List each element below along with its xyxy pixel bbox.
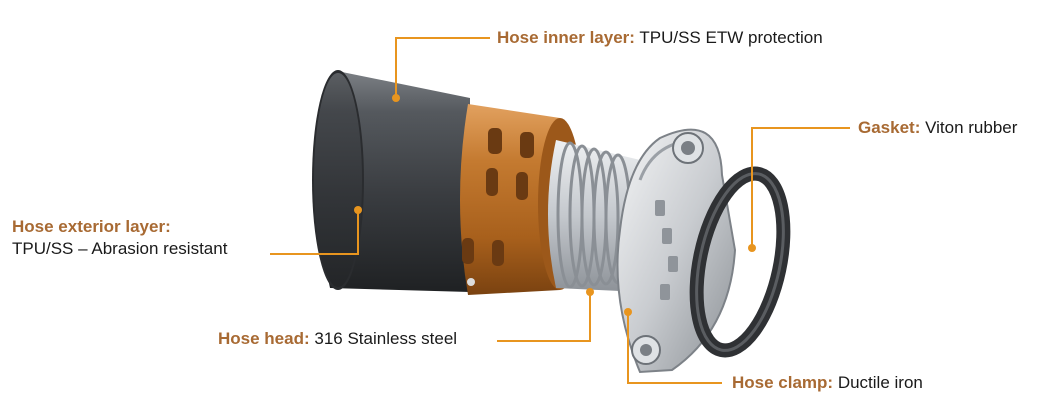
label-hose-head: Hose head: 316 Stainless steel bbox=[218, 328, 457, 350]
leader-lines bbox=[270, 37, 850, 384]
desc-hose-inner-layer: TPU/SS ETW protection bbox=[639, 28, 823, 47]
label-gasket: Gasket: Viton rubber bbox=[858, 117, 1017, 139]
desc-hose-head: 316 Stainless steel bbox=[314, 329, 458, 348]
desc-hose-clamp: Ductile iron bbox=[837, 373, 923, 392]
label-hose-clamp: Hose clamp: Ductile iron bbox=[732, 372, 923, 394]
term-gasket: Gasket: bbox=[858, 118, 921, 137]
desc-gasket: Viton rubber bbox=[925, 118, 1018, 137]
leader-inner bbox=[395, 37, 490, 98]
label-hose-inner-layer: Hose inner layer: TPU/SS ETW protection bbox=[497, 27, 823, 49]
leader-clamp bbox=[627, 312, 722, 384]
hose-body bbox=[312, 70, 470, 292]
hose-clamp bbox=[616, 128, 737, 374]
term-hose-exterior-layer: Hose exterior layer: bbox=[12, 217, 171, 236]
gasket-ring bbox=[689, 166, 791, 358]
term-hose-clamp: Hose clamp: bbox=[732, 373, 834, 392]
leader-head bbox=[497, 292, 591, 342]
label-hose-exterior-layer: Hose exterior layer: TPU/SS – Abrasion r… bbox=[12, 216, 227, 260]
leader-exterior bbox=[270, 210, 359, 255]
term-hose-inner-layer: Hose inner layer: bbox=[497, 28, 635, 47]
term-hose-head: Hose head: bbox=[218, 329, 310, 348]
leader-dots bbox=[354, 94, 756, 316]
leader-gasket bbox=[751, 127, 850, 248]
desc-hose-exterior-layer: TPU/SS – Abrasion resistant bbox=[12, 239, 228, 258]
